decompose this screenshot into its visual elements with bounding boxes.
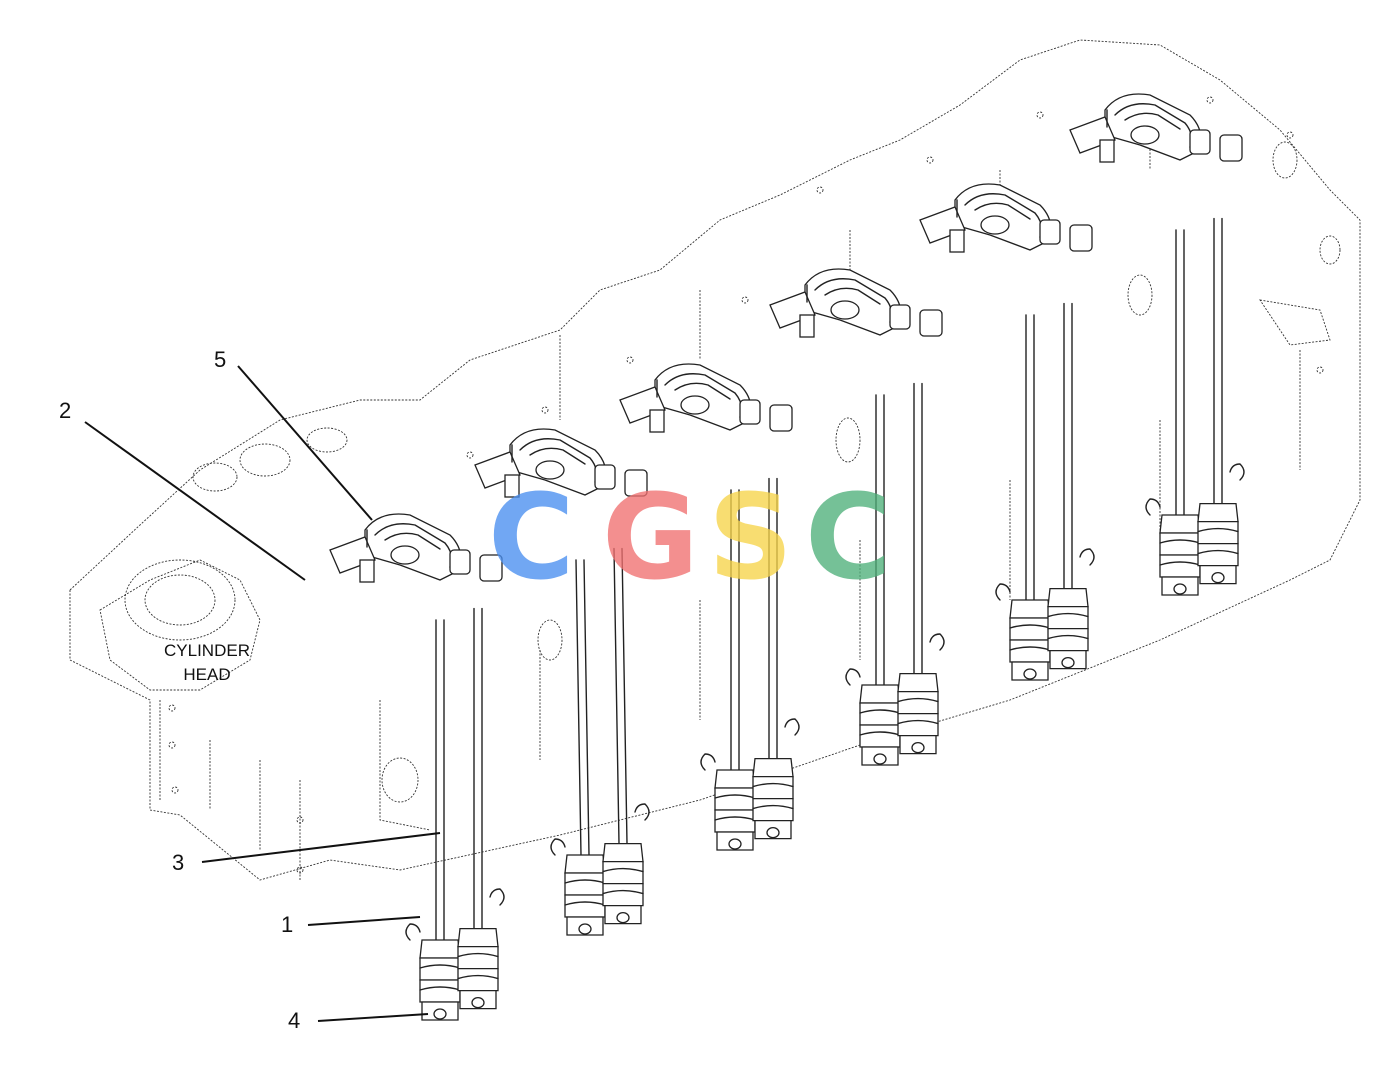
cylinder-head-label: CYLINDER HEAD [164,641,250,684]
leader-line-1 [307,916,421,926]
watermark-letter-2: G [602,468,699,606]
rocker-arm-assembly [1069,93,1243,163]
valve-lifter [419,939,461,1021]
valve-lifter [859,684,901,766]
callout-4: 4 [288,1008,300,1033]
rocker-arm-assembly [919,183,1093,253]
rocker-arm-assemblies [329,93,1243,583]
callout-3: 3 [172,850,184,875]
valve-lifter [1047,587,1089,670]
push-rod [1025,314,1035,601]
callout-1: 1 [281,912,293,937]
region-label-line-2: HEAD [183,665,230,684]
rocker-arm-assembly [619,363,793,433]
watermark-letter-3: S [708,468,793,606]
valve-lifter [1197,502,1239,585]
valve-lifter [457,927,499,1010]
leader-line-2 [84,421,306,581]
region-label-line-1: CYLINDER [164,641,250,660]
callouts: 5 2 3 1 4 [59,347,441,1033]
push-rod-assemblies [405,217,1245,1021]
push-rod [768,477,778,760]
valve-lifter [1159,514,1201,596]
push-rod [473,607,483,930]
push-rod-assembly [995,302,1095,681]
push-rod [575,559,590,856]
watermark: C G S C [488,468,892,606]
push-rod-assembly [845,382,945,766]
leader-line-3 [201,832,441,863]
push-rod [1213,217,1223,505]
valve-lifter [752,757,794,840]
push-rod [613,547,628,845]
push-rod [875,394,885,686]
valve-lifter [564,854,606,936]
leader-line-5 [237,365,373,521]
push-rod [730,489,740,771]
callout-2: 2 [59,398,71,423]
leader-line-4 [317,1013,429,1022]
push-rod-assembly [700,477,800,851]
watermark-letter-4: C [805,468,892,606]
push-rod [1063,302,1073,590]
push-rod [1175,229,1185,516]
callout-5: 5 [214,347,226,372]
push-rod-assembly [1145,217,1245,596]
push-rod [913,382,923,675]
valve-lifter [1009,599,1051,681]
valve-lifter [714,769,756,851]
rocker-arm-assembly [474,428,648,498]
valve-lifter [602,842,644,925]
rocker-arm-assembly [329,513,503,583]
rocker-arm-assembly [769,268,943,338]
cylinder-head-block [69,39,1361,881]
push-rod [435,619,445,941]
push-rod-assembly [405,607,505,1021]
push-rod-assembly [550,547,650,936]
watermark-letter-1: C [488,468,575,606]
valve-lifter [897,672,939,755]
